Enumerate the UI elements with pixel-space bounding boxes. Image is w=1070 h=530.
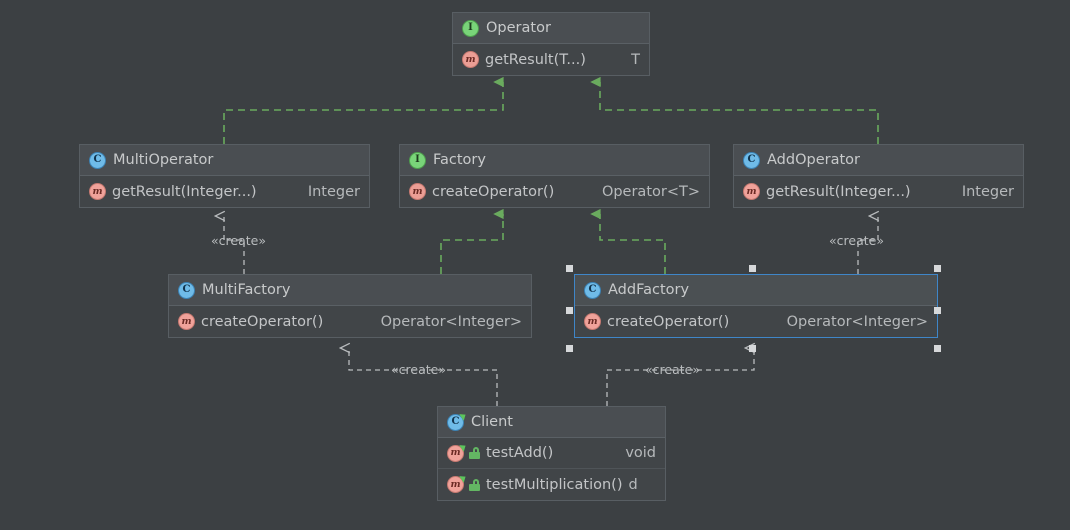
resize-handle-middle-right[interactable] [934, 307, 941, 314]
uml-node-operator[interactable]: I Operator m getResult(T...) T [452, 12, 650, 76]
member-type: void [625, 445, 656, 461]
public-visibility-icon [469, 447, 480, 459]
member-row[interactable]: m createOperator() Operator<Integer> [575, 306, 937, 337]
uml-node-addfactory[interactable]: C AddFactory m createOperator() Operator… [574, 274, 938, 338]
resize-handle-middle-left[interactable] [566, 307, 573, 314]
member-name: getResult(Integer...) [112, 183, 257, 200]
class-icon: C [178, 281, 195, 299]
member-type: d [628, 476, 638, 493]
interface-icon: I [409, 151, 426, 169]
method-icon: m [178, 313, 195, 330]
member-name: createOperator() [432, 183, 555, 200]
resize-handle-bottom-right[interactable] [934, 345, 941, 352]
node-title-addoperator: AddOperator [767, 152, 860, 168]
uml-node-addoperator[interactable]: C AddOperator m getResult(Integer...) In… [733, 144, 1024, 208]
node-header-operator[interactable]: I Operator [453, 13, 649, 44]
edge-client-creates-addfactory [606, 348, 754, 406]
test-class-icon: C [447, 410, 468, 431]
resize-handle-top-left[interactable] [566, 265, 573, 272]
member-row[interactable]: m testMultiplication() d [438, 469, 665, 500]
resize-handle-top-center[interactable] [749, 265, 756, 272]
edge-multioperator-realizes-operator [223, 76, 504, 144]
member-name: createOperator() [607, 313, 730, 330]
edge-label-multifactory-create: «create» [211, 233, 266, 248]
interface-icon: I [462, 19, 479, 37]
class-icon: C [89, 151, 106, 169]
test-method-icon: m [447, 473, 468, 493]
abstract-method-icon: m [462, 51, 479, 68]
member-name: testMultiplication() [486, 476, 623, 493]
member-type: T [631, 51, 640, 68]
member-type: Integer [961, 183, 1014, 200]
node-header-addfactory[interactable]: C AddFactory [575, 275, 937, 306]
uml-node-factory[interactable]: I Factory m createOperator() Operator<T> [399, 144, 710, 208]
member-row[interactable]: m createOperator() Operator<T> [400, 176, 709, 207]
uml-node-client[interactable]: C Client m testAdd() void m testMultipli… [437, 406, 666, 501]
class-icon: C [584, 281, 601, 299]
edge-addoperator-realizes-operator [590, 76, 879, 144]
node-header-factory[interactable]: I Factory [400, 145, 709, 176]
run-badge-icon [459, 441, 468, 452]
member-type: Operator<Integer> [380, 313, 522, 330]
member-row[interactable]: m testAdd() void [438, 438, 665, 469]
node-title-operator: Operator [486, 20, 551, 36]
edge-label-addfactory-create: «create» [829, 233, 884, 248]
member-row[interactable]: m getResult(Integer...) Integer [734, 176, 1023, 207]
node-title-multioperator: MultiOperator [113, 152, 214, 168]
node-header-client[interactable]: C Client [438, 407, 665, 438]
test-method-icon: m [447, 441, 468, 462]
resize-handle-bottom-center[interactable] [749, 345, 756, 352]
member-type: Operator<T> [601, 183, 700, 200]
run-badge-icon [459, 473, 468, 483]
class-icon: C [743, 151, 760, 169]
uml-node-multifactory[interactable]: C MultiFactory m createOperator() Operat… [168, 274, 532, 338]
method-icon: m [89, 183, 106, 200]
node-title-factory: Factory [433, 152, 486, 168]
uml-node-multioperator[interactable]: C MultiOperator m getResult(Integer...) … [79, 144, 370, 208]
edge-label-client-addfactory-create: «create» [645, 362, 700, 377]
member-row[interactable]: m getResult(T...) T [453, 44, 649, 75]
node-title-multifactory: MultiFactory [202, 282, 291, 298]
edge-addfactory-realizes-factory [590, 208, 666, 274]
edge-client-creates-multifactory [349, 348, 498, 406]
member-name: getResult(Integer...) [766, 183, 911, 200]
member-row[interactable]: m getResult(Integer...) Integer [80, 176, 369, 207]
resize-handle-top-right[interactable] [934, 265, 941, 272]
run-badge-icon [459, 410, 468, 421]
member-row[interactable]: m createOperator() Operator<Integer> [169, 306, 531, 337]
member-name: testAdd() [486, 445, 554, 461]
node-header-multioperator[interactable]: C MultiOperator [80, 145, 369, 176]
resize-handle-bottom-left[interactable] [566, 345, 573, 352]
edge-multifactory-realizes-factory [440, 208, 504, 274]
member-name: getResult(T...) [485, 51, 586, 68]
abstract-method-icon: m [409, 183, 426, 200]
public-visibility-icon [469, 478, 480, 491]
node-header-addoperator[interactable]: C AddOperator [734, 145, 1023, 176]
member-type: Integer [307, 183, 360, 200]
node-header-multifactory[interactable]: C MultiFactory [169, 275, 531, 306]
node-title-addfactory: AddFactory [608, 282, 690, 298]
node-title-client: Client [471, 414, 513, 430]
member-type: Operator<Integer> [786, 313, 928, 330]
method-icon: m [584, 313, 601, 330]
method-icon: m [743, 183, 760, 200]
edge-label-client-multifactory-create: «create» [391, 362, 446, 377]
member-name: createOperator() [201, 313, 324, 330]
